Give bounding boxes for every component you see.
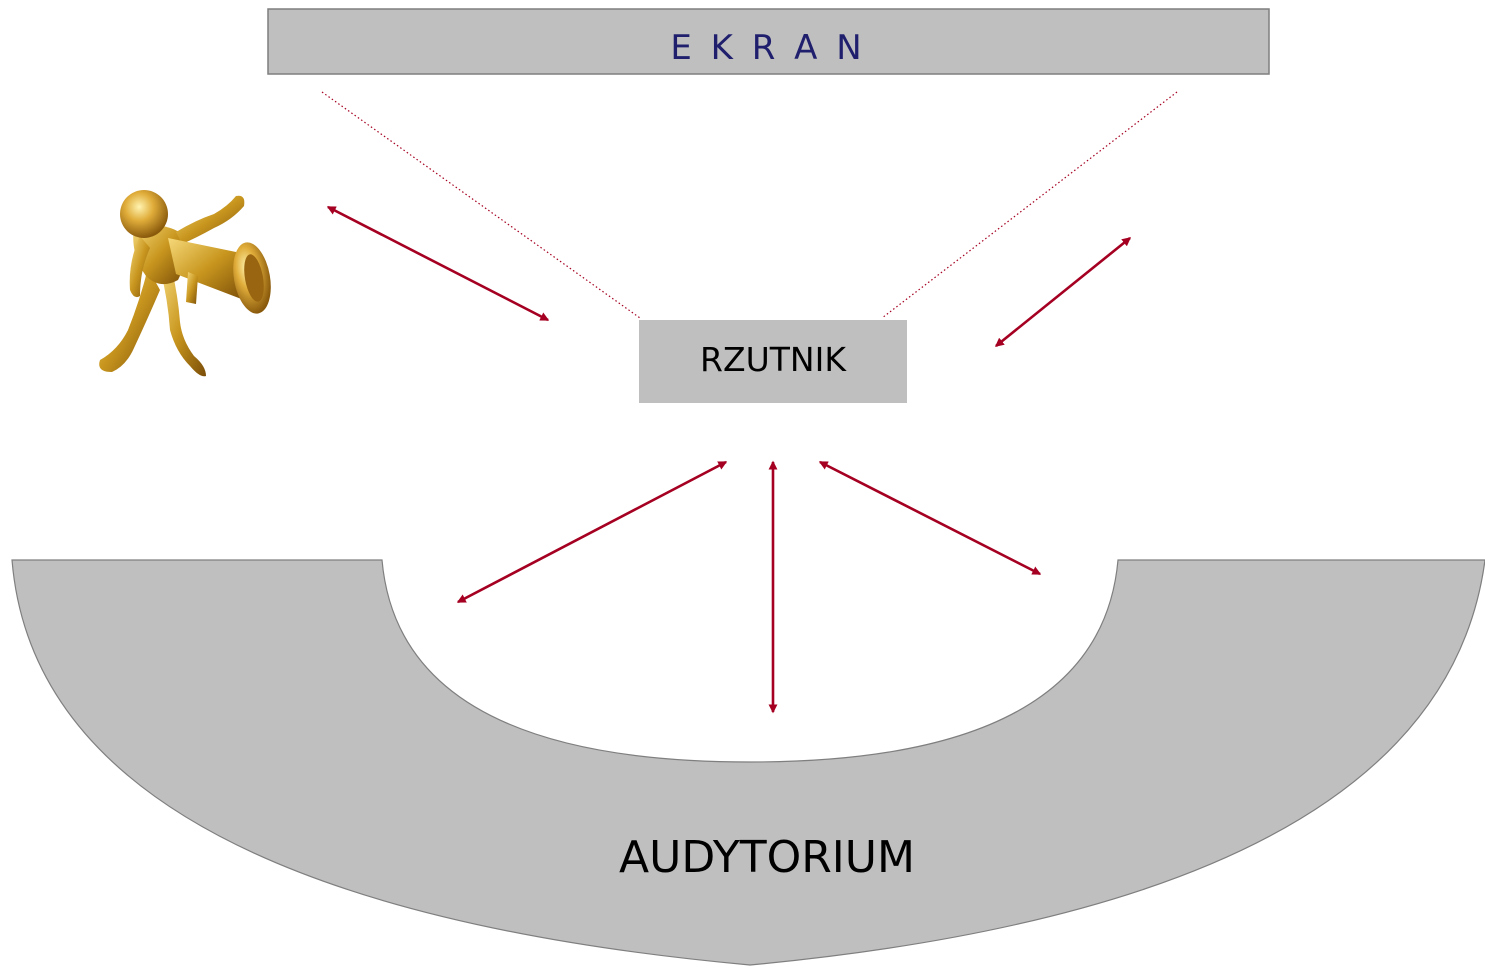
screen-bar: [267, 8, 1270, 75]
audience-group: AUDYTORIUM: [11, 559, 1485, 966]
screen-label: E K R A N: [670, 28, 865, 68]
arrow-speaker-projector: [326, 205, 550, 322]
person-with-megaphone-icon: [99, 190, 271, 377]
projector-box: [639, 320, 907, 403]
projector-label: RZUTNIK: [700, 340, 847, 379]
audience-label: AUDYTORIUM: [619, 832, 915, 883]
arrow-projector-screen-right: [994, 236, 1132, 348]
projector-group: RZUTNIK: [639, 320, 907, 403]
audience-arc: [11, 559, 1485, 966]
arrow-projector-audience-right: [818, 460, 1042, 576]
arrow-projector-audience-left: [456, 460, 728, 604]
screen-group: E K R A N: [267, 8, 1270, 75]
projection-line-left: [321, 91, 641, 319]
arrows: [326, 205, 1132, 714]
projection-lines: [321, 91, 1178, 319]
projection-line-right: [881, 91, 1178, 319]
